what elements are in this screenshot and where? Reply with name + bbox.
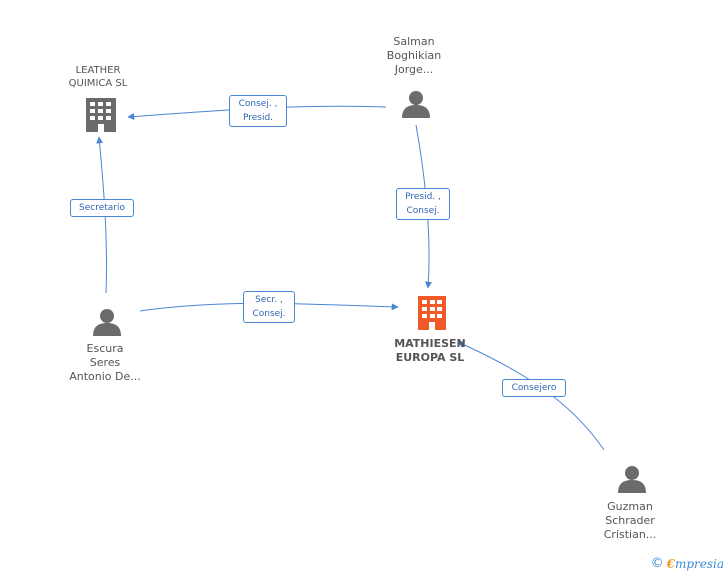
edge-label-line: Presid. , — [405, 192, 441, 202]
guzman-label[interactable]: Guzman Schrader Cristian... — [590, 500, 670, 542]
salman-label-line-2: Boghikian — [386, 49, 442, 62]
edge-label-line: Consejero — [511, 383, 557, 393]
salman-label[interactable]: Salman Boghikian Jorge... — [374, 35, 454, 77]
edge-label-line: Consej. — [252, 309, 286, 319]
mathiesen-label-line-1: MATHIESEN — [394, 337, 466, 350]
brand-logo-initial: € — [666, 556, 675, 571]
leather-building-icon[interactable] — [86, 98, 116, 132]
escura-person-icon[interactable] — [93, 309, 121, 336]
guzman-label-line-2: Schrader — [605, 514, 655, 527]
guzman-label-line-1: Guzman — [607, 500, 653, 513]
escura-label[interactable]: Escura Seres Antonio De... — [60, 342, 150, 384]
brand-watermark: © €mpresia — [651, 556, 724, 571]
leather-label-line-1: LEATHER — [75, 65, 121, 76]
edge-label-salman-leather[interactable]: Consej. , Presid. — [229, 95, 287, 127]
edge-label-salman-mathiesen[interactable]: Presid. , Consej. — [396, 188, 450, 220]
salman-label-line-1: Salman — [393, 35, 435, 48]
salman-person-icon[interactable] — [402, 91, 430, 118]
escura-label-line-3: Antonio De... — [69, 370, 141, 383]
mathiesen-building-icon[interactable] — [418, 296, 446, 330]
guzman-person-icon[interactable] — [618, 466, 646, 493]
edge-label-guzman-mathiesen[interactable]: Consejero — [502, 379, 566, 397]
escura-label-line-2: Seres — [89, 356, 121, 369]
brand-logo: €mpresia — [667, 557, 724, 571]
salman-label-line-3: Jorge... — [394, 63, 434, 76]
guzman-label-line-3: Cristian... — [603, 528, 657, 541]
escura-label-line-1: Escura — [86, 342, 124, 355]
leather-label-line-2: QUIMICA SL — [68, 78, 128, 89]
edge-label-line: Presid. — [242, 113, 274, 123]
edge-label-line: Secretario — [79, 203, 125, 213]
leather-label[interactable]: LEATHER QUIMICA SL — [58, 64, 138, 90]
brand-logo-text: mpresia — [674, 556, 724, 571]
mathiesen-label[interactable]: MATHIESEN EUROPA SL — [388, 337, 472, 365]
mathiesen-label-line-2: EUROPA SL — [395, 351, 465, 364]
edge-label-escura-leather[interactable]: Secretario — [70, 199, 134, 217]
edge-label-line: Secr. , — [255, 295, 283, 305]
copyright-symbol: © — [650, 556, 664, 571]
edge-label-line: Consej. , — [238, 99, 278, 109]
edge-label-line: Consej. — [406, 206, 440, 216]
edge-label-escura-mathiesen[interactable]: Secr. , Consej. — [243, 291, 295, 323]
